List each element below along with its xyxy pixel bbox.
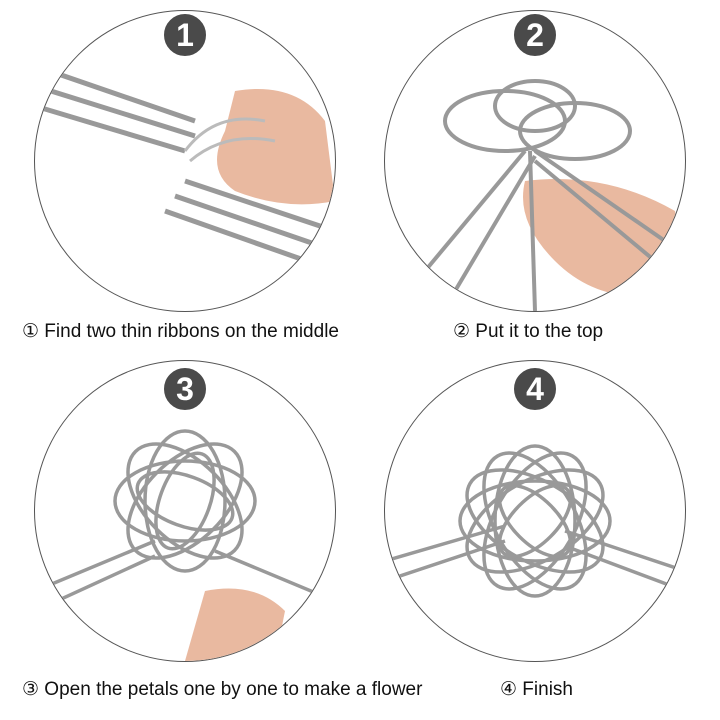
step-badge: 1 [162, 12, 208, 58]
step-3-caption: ③ Open the petals one by one to make a f… [22, 679, 423, 700]
step-2-image [384, 10, 686, 312]
step-1-image [34, 10, 336, 312]
step-4-caption: ④ Finish [500, 679, 573, 700]
step-badge: 3 [162, 366, 208, 412]
step-2-caption: ② Put it to the top [453, 321, 604, 342]
ribbon-illustration [35, 63, 335, 274]
ribbon-flower-illustration [35, 429, 335, 661]
step-badge: 2 [512, 12, 558, 58]
step-1-caption: ① Find two thin ribbons on the middle [22, 321, 339, 342]
ribbon-flower-illustration [385, 444, 685, 598]
step-badge: 4 [512, 366, 558, 412]
ribbon-illustration [423, 79, 685, 311]
